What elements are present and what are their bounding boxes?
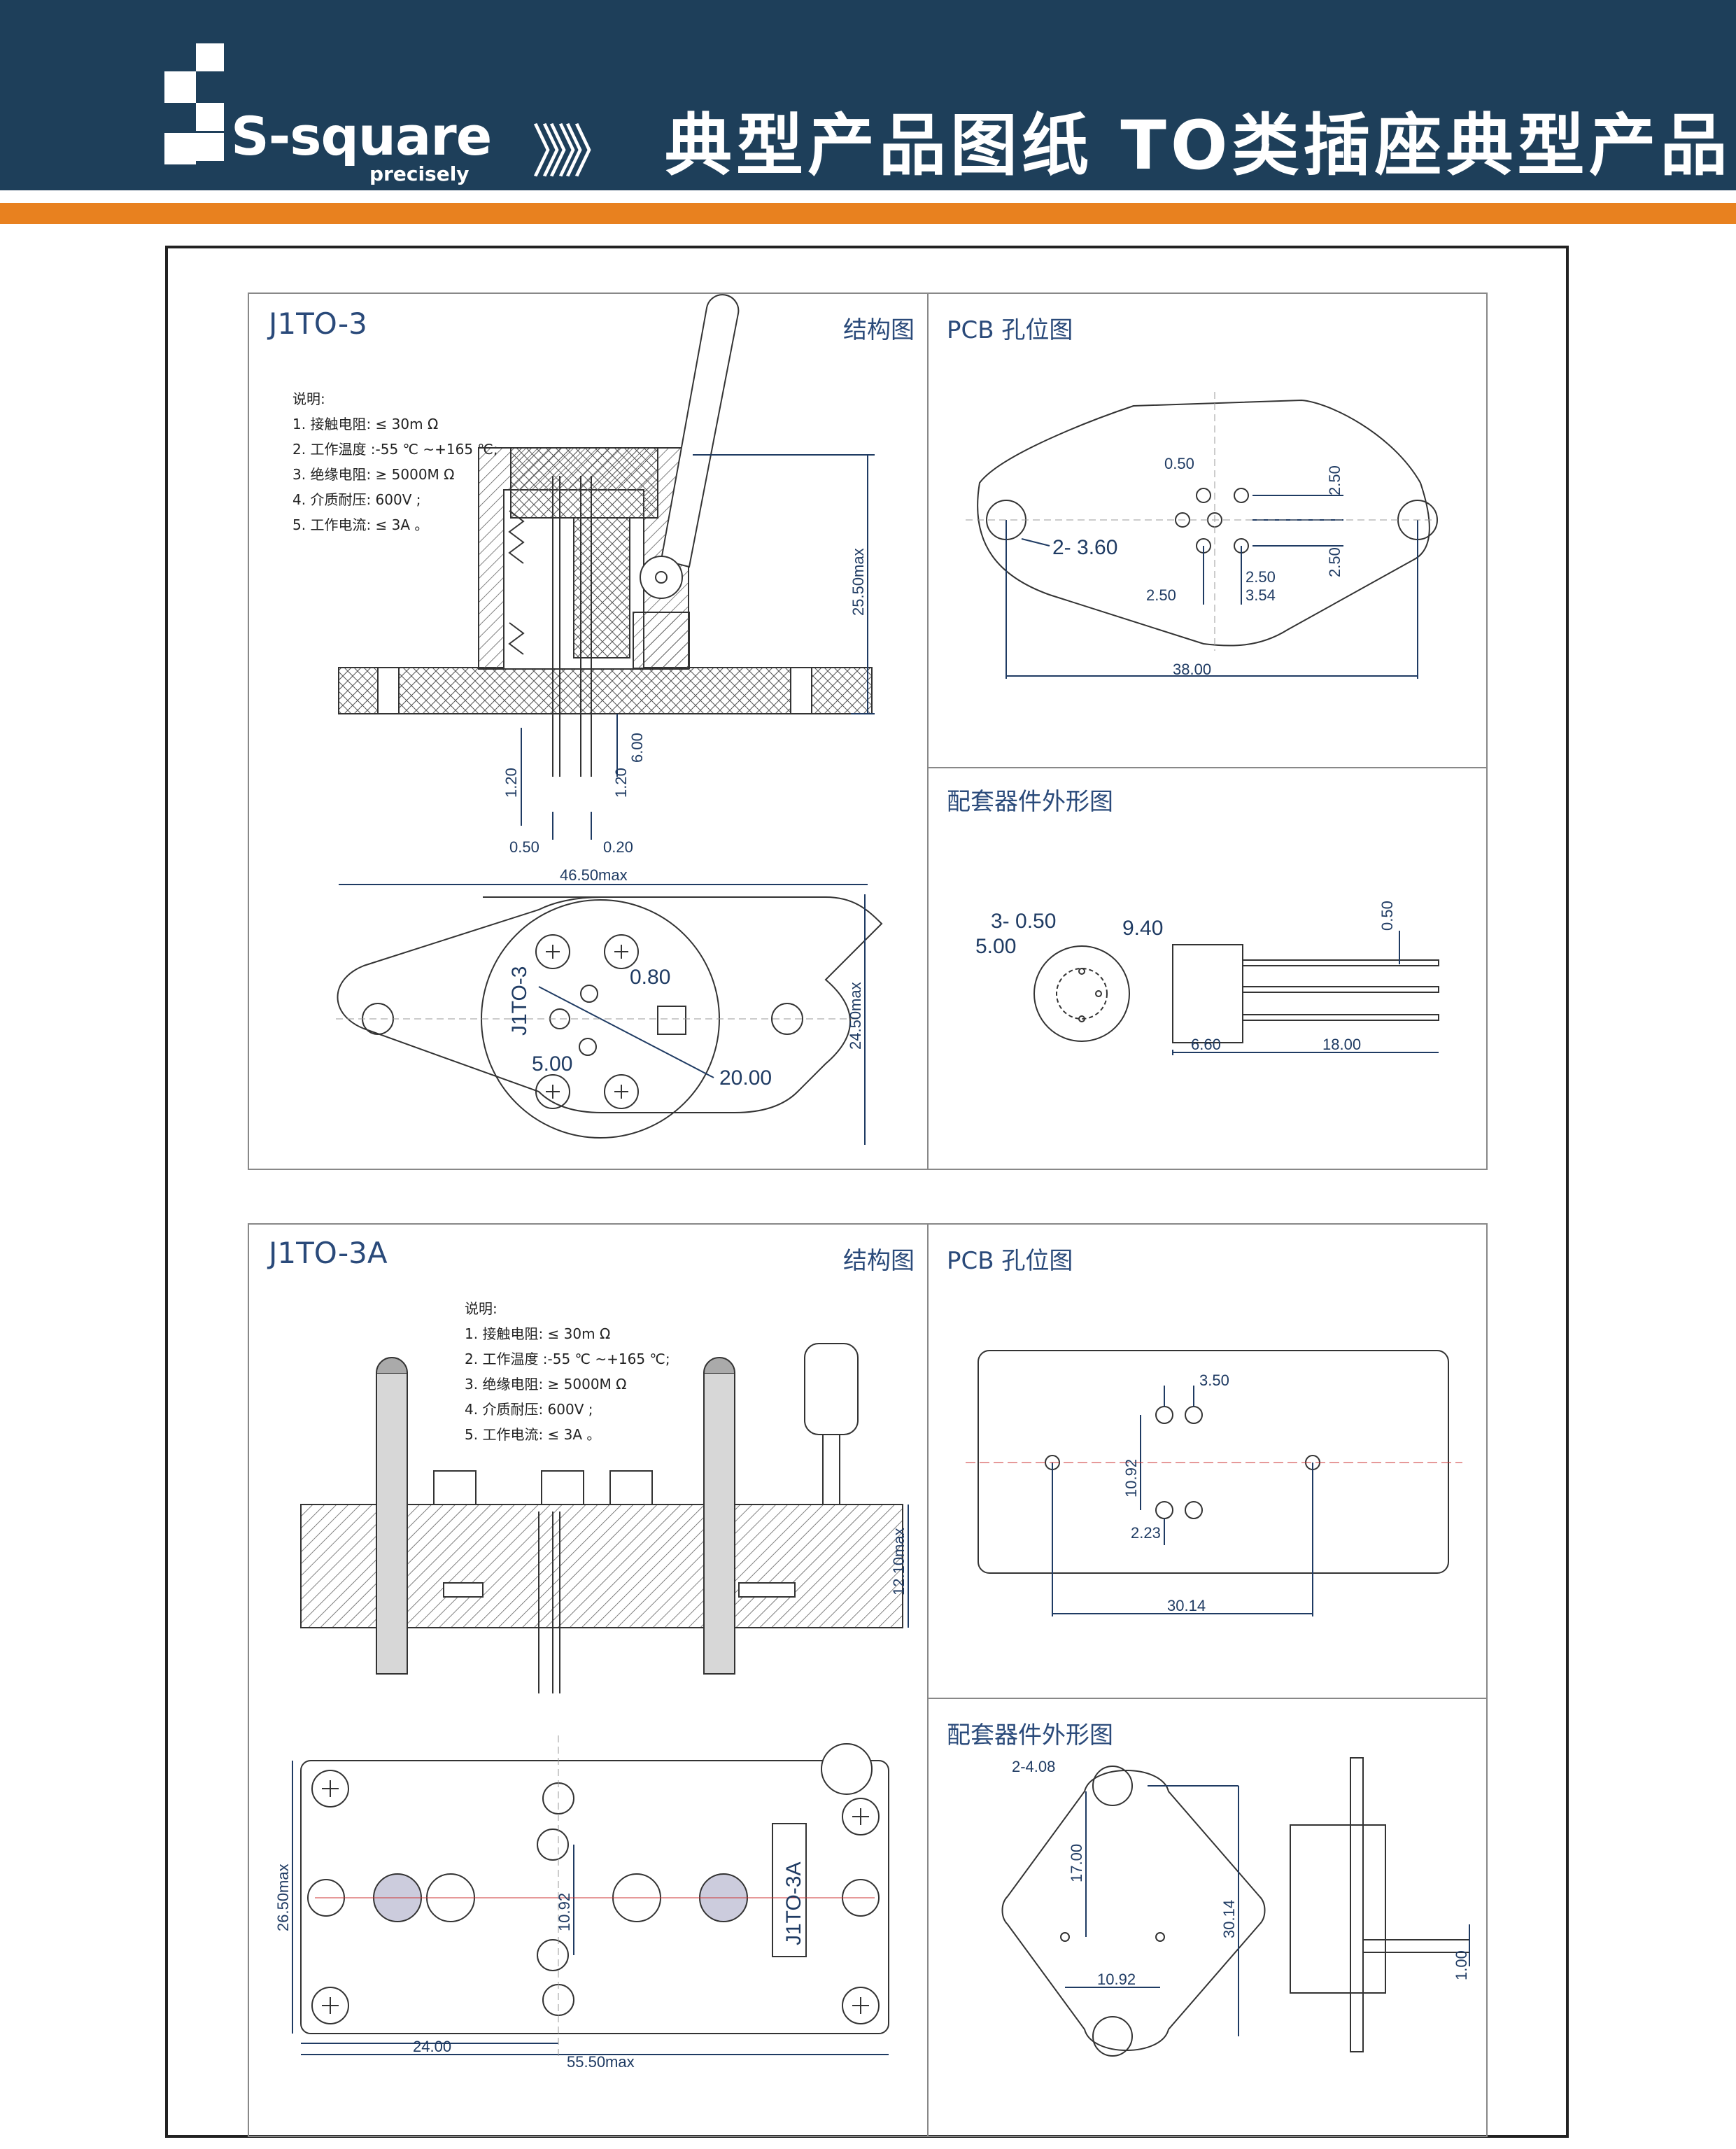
cmp-pcd: 5.00 <box>975 935 1016 958</box>
panel-j1to3a <box>248 1223 1488 2137</box>
pcb-label: PCB 孔位图 <box>947 316 1073 344</box>
note-line: 4. 介质耐压: 600V ; <box>292 491 421 508</box>
pcb-pin: 0.50 <box>1164 455 1194 472</box>
cmp-h: 17.00 <box>1068 1844 1085 1882</box>
cmp-gap: 10.92 <box>1097 1971 1136 1988</box>
dim-height: 25.50max <box>849 548 867 616</box>
cmp-pin: 1.00 <box>1453 1950 1470 1980</box>
pcb-holes: 2- 3.60 <box>1052 536 1117 559</box>
dim-x: 24.00 <box>413 2038 451 2055</box>
structure-label: 结构图 <box>843 316 915 344</box>
component-label: 配套器件外形图 <box>947 788 1113 816</box>
spec-notes: 说明: 1. 接触电阻: ≤ 30m Ω 2. 工作温度 :-55 ℃ ~+16… <box>465 1296 670 1447</box>
note-line: 1. 接触电阻: ≤ 30m Ω <box>465 1325 611 1342</box>
pcb-label: PCB 孔位图 <box>947 1247 1073 1275</box>
note-line: 3. 绝缘电阻: ≥ 5000M Ω <box>292 466 455 483</box>
note-line: 3. 绝缘电阻: ≥ 5000M Ω <box>465 1376 627 1393</box>
accent-bar <box>0 203 1736 224</box>
pcb-off: 2.23 <box>1131 1524 1161 1542</box>
model-title: J1TO-3 <box>269 307 367 341</box>
part-marking: J1TO-3 <box>508 966 531 1036</box>
cmp-body: 6.60 <box>1191 1036 1221 1053</box>
pcb-b: 2.50 <box>1326 547 1343 577</box>
chevrons-icon: 》》》 <box>532 119 621 185</box>
note-line: 4. 介质耐压: 600V ; <box>465 1401 593 1418</box>
brand-tagline: precisely <box>369 162 470 185</box>
dim-height-2: 26.50max <box>274 1863 292 1931</box>
component-label: 配套器件外形图 <box>947 1721 1113 1749</box>
part-marking: J1TO-3A <box>782 1862 805 1946</box>
structure-label: 结构图 <box>843 1247 915 1275</box>
dim-width: 46.50max <box>560 866 628 884</box>
pcb-span: 30.14 <box>1167 1597 1206 1614</box>
cmp-dia: 9.40 <box>1122 917 1163 940</box>
dim-r: 5.00 <box>532 1052 572 1076</box>
note-line: 5. 工作电流: ≤ 3A 。 <box>292 516 429 533</box>
cmp-span: 30.14 <box>1220 1900 1238 1938</box>
note-line: 5. 工作电流: ≤ 3A 。 <box>465 1426 601 1443</box>
dim-pcd: 20.00 <box>719 1066 772 1090</box>
pcb-c: 2.50 <box>1146 586 1176 604</box>
model-title: J1TO-3A <box>269 1236 388 1270</box>
note-line: 说明: <box>292 390 325 407</box>
note-line: 2. 工作温度 :-55 ℃ ~+165 ℃; <box>465 1351 670 1367</box>
dim-pin-gap: 10.92 <box>556 1893 573 1931</box>
note-line: 2. 工作温度 :-55 ℃ ~+165 ℃; <box>292 441 498 458</box>
cmp-pins: 3- 0.50 <box>991 910 1056 933</box>
cmp-len: 18.00 <box>1322 1036 1361 1053</box>
dim-hole: 0.80 <box>630 966 670 989</box>
pcb-e: 3.54 <box>1245 586 1276 604</box>
dim-a: 1.20 <box>502 768 520 798</box>
cmp-pin: 0.50 <box>1378 901 1396 931</box>
pcb-d: 2.50 <box>1245 568 1276 586</box>
panel-j1to3 <box>248 293 1488 1170</box>
dim-width: 55.50max <box>567 2053 635 2071</box>
header-banner: S-square precisely 》》》 典型产品图纸 TO类插座典型产品 <box>0 0 1736 190</box>
note-line: 1. 接触电阻: ≤ 30m Ω <box>292 416 439 432</box>
dim-pin-length: 6.00 <box>628 733 646 763</box>
cmp-holes: 2-4.08 <box>1012 1758 1055 1775</box>
brand-name: S-square <box>231 105 492 167</box>
dim-b: 1.20 <box>612 768 630 798</box>
note-line: 说明: <box>465 1300 497 1317</box>
pcb-pin: 3.50 <box>1199 1372 1229 1389</box>
pcb-a: 2.50 <box>1326 465 1343 495</box>
dim-height: 12.10max <box>890 1528 908 1595</box>
pcb-span: 38.00 <box>1173 661 1211 678</box>
page-title: 典型产品图纸 TO类插座典型产品 <box>665 106 1732 185</box>
dim-c: 0.50 <box>509 838 539 856</box>
spec-notes: 说明: 1. 接触电阻: ≤ 30m Ω 2. 工作温度 :-55 ℃ ~+16… <box>292 386 498 537</box>
pcb-gap: 10.92 <box>1122 1459 1140 1498</box>
dim-d: 0.20 <box>603 838 633 856</box>
dim-height-2: 24.50max <box>847 982 864 1050</box>
